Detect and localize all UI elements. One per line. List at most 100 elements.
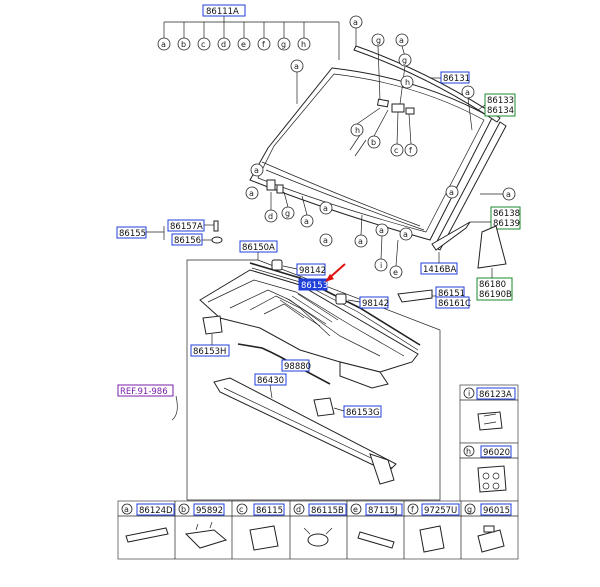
svg-text:e: e bbox=[353, 505, 358, 514]
svg-text:86430: 86430 bbox=[257, 376, 284, 386]
svg-text:g: g bbox=[281, 40, 286, 49]
svg-text:86180: 86180 bbox=[479, 280, 506, 290]
part-98142-right[interactable] bbox=[359, 296, 389, 309]
svg-text:b: b bbox=[181, 40, 186, 49]
svg-text:87115J: 87115J bbox=[368, 506, 398, 516]
part-86138-86139[interactable] bbox=[490, 206, 521, 230]
part-95892[interactable] bbox=[193, 503, 225, 516]
svg-text:d: d bbox=[268, 212, 273, 221]
svg-text:a: a bbox=[124, 505, 129, 514]
svg-text:98142: 98142 bbox=[362, 299, 389, 309]
part-86157A[interactable] bbox=[167, 219, 205, 232]
part-86115B[interactable] bbox=[308, 503, 347, 516]
svg-text:g: g bbox=[402, 56, 407, 65]
part-86131[interactable] bbox=[440, 71, 470, 84]
trim-part bbox=[397, 289, 433, 303]
svg-text:e: e bbox=[241, 40, 246, 49]
svg-text:h: h bbox=[301, 40, 306, 49]
svg-text:86153G: 86153G bbox=[346, 408, 380, 418]
seal-86430 bbox=[213, 377, 397, 473]
cowl-group: 86150A 98142 86153 98142 86153H bbox=[117, 240, 441, 501]
part-86153H[interactable] bbox=[190, 344, 230, 357]
side-legend: i 86123A h 96020 bbox=[459, 384, 519, 502]
svg-text:a: a bbox=[379, 226, 384, 235]
svg-text:g: g bbox=[467, 505, 472, 514]
part-96020[interactable] bbox=[480, 445, 512, 458]
cowl-panel bbox=[199, 269, 419, 373]
part-86150A[interactable] bbox=[239, 240, 278, 253]
part-86153-selected[interactable] bbox=[298, 278, 328, 291]
svg-text:86190B: 86190B bbox=[479, 290, 512, 300]
svg-text:86134: 86134 bbox=[487, 106, 514, 116]
svg-text:86161C: 86161C bbox=[438, 299, 471, 309]
part-98142-top[interactable] bbox=[296, 263, 326, 276]
part-97257U[interactable] bbox=[421, 503, 460, 516]
svg-text:86115B: 86115B bbox=[311, 506, 344, 516]
svg-text:d: d bbox=[296, 505, 301, 514]
callout-row-top: a b c d e f g h bbox=[157, 37, 311, 51]
svg-text:a: a bbox=[506, 190, 511, 199]
svg-text:b: b bbox=[181, 505, 186, 514]
svg-text:98880: 98880 bbox=[284, 362, 311, 372]
svg-text:86156: 86156 bbox=[174, 236, 201, 246]
molding-side bbox=[433, 121, 507, 251]
svg-text:86131: 86131 bbox=[443, 74, 470, 84]
svg-text:86139: 86139 bbox=[493, 219, 520, 229]
svg-text:f: f bbox=[411, 505, 414, 514]
svg-text:h: h bbox=[355, 126, 360, 135]
svg-text:96015: 96015 bbox=[483, 506, 510, 516]
svg-text:a: a bbox=[294, 62, 299, 71]
svg-text:86133: 86133 bbox=[487, 96, 514, 106]
svg-text:86153: 86153 bbox=[301, 281, 328, 291]
part-87115J[interactable] bbox=[365, 503, 403, 516]
ref-91-986[interactable] bbox=[117, 384, 174, 397]
part-86161C[interactable] bbox=[435, 296, 470, 309]
svg-text:i: i bbox=[380, 261, 382, 270]
svg-text:86153H: 86153H bbox=[193, 347, 226, 357]
right-side-group: 86138 86139 1416BA 86180 86190B 86151 86… bbox=[397, 206, 521, 309]
svg-text:86151: 86151 bbox=[438, 289, 465, 299]
part-86156[interactable] bbox=[171, 233, 203, 246]
part-86430[interactable] bbox=[254, 373, 287, 386]
svg-text:86124D: 86124D bbox=[139, 506, 173, 516]
clip-pin bbox=[213, 220, 219, 232]
svg-text:f: f bbox=[262, 40, 265, 49]
clip-group: 86155 86157A 86156 bbox=[116, 219, 223, 246]
svg-text:h: h bbox=[405, 78, 410, 87]
svg-text:a: a bbox=[353, 18, 358, 27]
svg-text:97257U: 97257U bbox=[424, 506, 457, 516]
part-86111A-label: 86111A bbox=[206, 7, 239, 17]
part-96015[interactable] bbox=[480, 503, 512, 516]
svg-text:c: c bbox=[201, 40, 205, 49]
svg-text:h: h bbox=[466, 447, 471, 456]
svg-text:a: a bbox=[465, 88, 470, 97]
cover-86153G bbox=[313, 397, 335, 417]
svg-text:a: a bbox=[254, 166, 259, 175]
svg-text:e: e bbox=[393, 268, 398, 277]
svg-text:96020: 96020 bbox=[483, 448, 510, 458]
screw-right bbox=[335, 293, 347, 305]
svg-text:95892: 95892 bbox=[196, 506, 223, 516]
part-86155[interactable] bbox=[116, 226, 147, 239]
svg-text:86157A: 86157A bbox=[170, 222, 203, 232]
garnish-part bbox=[477, 225, 507, 269]
svg-text:86138: 86138 bbox=[493, 209, 520, 219]
cowl-frame bbox=[186, 259, 441, 501]
svg-text:86123A: 86123A bbox=[479, 390, 512, 400]
part-86115[interactable] bbox=[253, 503, 285, 516]
part-86124D[interactable] bbox=[136, 503, 175, 516]
svg-text:86155: 86155 bbox=[119, 229, 146, 239]
svg-text:f: f bbox=[409, 146, 412, 155]
svg-text:REF.91-986: REF.91-986 bbox=[120, 387, 168, 397]
svg-text:c: c bbox=[394, 146, 398, 155]
svg-text:86115: 86115 bbox=[256, 506, 283, 516]
part-98880[interactable] bbox=[281, 359, 310, 372]
svg-text:1416BA: 1416BA bbox=[423, 265, 456, 275]
part-86180-86190B[interactable] bbox=[476, 277, 513, 301]
part-86153G[interactable] bbox=[343, 405, 382, 418]
svg-text:a: a bbox=[161, 40, 166, 49]
part-86123A[interactable] bbox=[476, 387, 516, 400]
svg-text:a: a bbox=[323, 236, 328, 245]
cover-86153H bbox=[202, 315, 223, 335]
